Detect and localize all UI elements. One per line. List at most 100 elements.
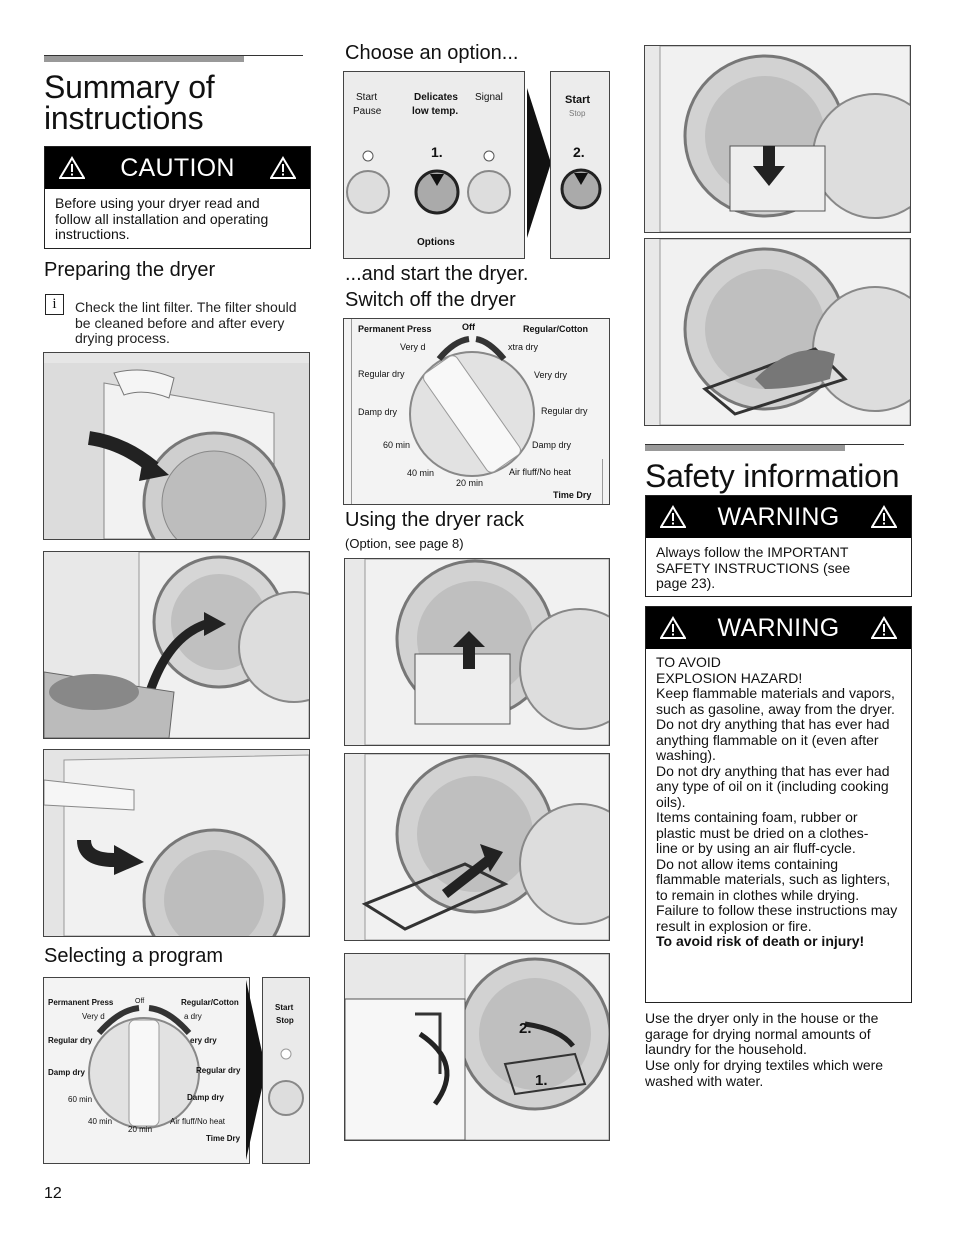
warning-triangle-icon	[871, 505, 897, 528]
program-dial-panel[interactable]: Permanent Press Off Regular/Cotton Very …	[43, 977, 250, 1164]
dial-label: 40 min	[88, 1117, 113, 1126]
start-pause-label-2: Pause	[353, 106, 382, 117]
dial-label: Time Dry	[206, 1134, 241, 1143]
caution-box: CAUTION Before using your dryer read and…	[44, 146, 311, 249]
title-line-1: Summary of	[44, 69, 215, 105]
start-label: Start	[565, 94, 591, 106]
dial-label: ery dry	[190, 1036, 217, 1045]
warning-box-1: WARNING Always follow the IMPORTANT SAFE…	[645, 495, 912, 597]
caution-header: CAUTION	[45, 147, 310, 189]
warning-triangle-icon	[59, 156, 85, 179]
dial-label: 60 min	[68, 1095, 93, 1104]
selecting-heading: Selecting a program	[44, 945, 223, 967]
illustration-rack-3: 2. 1.	[344, 953, 610, 1141]
start-stop-panel[interactable]: Start Stop	[262, 977, 310, 1164]
page-number: 12	[44, 1185, 62, 1202]
title-line-2: instructions	[44, 100, 204, 136]
warning-triangle-icon	[660, 616, 686, 639]
section-rule	[645, 444, 904, 445]
dial-label: xtra dry	[508, 342, 539, 352]
preparing-text: Check the lint filter. The filter should…	[75, 299, 297, 346]
dial-label: Damp dry	[358, 407, 398, 417]
illustration-basket-shoes	[644, 238, 911, 426]
warning-paragraph: Items containing foam, rubber or plastic…	[656, 809, 869, 856]
warning-paragraph: Keep flammable materials and vapors, suc…	[656, 685, 895, 717]
section-rule	[44, 55, 303, 56]
start-button-icon[interactable]	[267, 1078, 305, 1118]
warning-body: TO AVOID EXPLOSION HAZARD! Keep flammabl…	[646, 649, 911, 958]
warning-label: WARNING	[717, 613, 840, 642]
dial-label: Off	[135, 998, 145, 1005]
caution-text: Before using your dryer read and follow …	[55, 195, 269, 242]
dial-label: Permanent Press	[358, 324, 432, 334]
option-buttons	[346, 150, 511, 215]
dial-label: Regular dry	[196, 1066, 241, 1075]
warning-box-2: WARNING TO AVOID EXPLOSION HAZARD! Keep …	[645, 606, 912, 1003]
dial-label: a dry	[184, 1012, 202, 1021]
warning-heading: TO AVOID	[656, 654, 721, 670]
rack-subheading: (Option, see page 8)	[345, 536, 464, 551]
signal-label: Signal	[475, 92, 503, 103]
warning-closing: To avoid risk of death or injury!	[656, 933, 865, 949]
start-heading: ...and start the dryer.	[345, 263, 529, 285]
warning-header: WARNING	[646, 607, 911, 649]
switch-off-dial-panel[interactable]: Permanent Press Off Regular/Cotton Very …	[343, 318, 610, 505]
dial-label: Time Dry	[553, 490, 592, 500]
warning-triangle-icon	[871, 616, 897, 639]
delicates-label-1: Delicates	[414, 92, 458, 103]
dial-label: Off	[462, 322, 475, 332]
dial-label: Damp dry	[48, 1068, 85, 1077]
dial-label: Regular dry	[541, 406, 588, 416]
start-label: Start	[275, 1003, 294, 1012]
choose-heading: Choose an option...	[345, 42, 519, 64]
section-bar	[44, 56, 244, 62]
dial-label: Permanent Press	[48, 998, 114, 1007]
arrow-right-icon	[246, 980, 266, 1160]
dial-label: Very d	[82, 1012, 105, 1021]
dial-label: Regular dry	[48, 1036, 93, 1045]
caution-label: CAUTION	[120, 153, 235, 182]
warning-paragraph: Do not dry anything that has ever had an…	[656, 716, 890, 763]
indicator-light-icon	[280, 1048, 292, 1060]
warning-triangle-icon	[269, 156, 296, 179]
section-bar	[645, 445, 845, 451]
dial-label: 60 min	[383, 440, 411, 450]
options-panel[interactable]: Start Pause Delicates low temp. Signal 1…	[343, 71, 525, 259]
arrow-right-icon	[527, 88, 551, 238]
warning-triangle-icon	[660, 505, 686, 528]
rack-step-1-label: 1.	[535, 1072, 548, 1089]
page-title: Summary of instructions	[44, 69, 304, 136]
rack-step-2-label: 2.	[519, 1020, 532, 1037]
options-label: Options	[417, 237, 455, 248]
dial-label: Regular/Cotton	[523, 324, 588, 334]
info-icon: i	[45, 294, 64, 315]
start-pause-label-1: Start	[356, 92, 378, 103]
switch-heading: Switch off the dryer	[345, 289, 516, 311]
dial-label: Air fluff/No heat	[170, 1117, 225, 1126]
dial-label: Very dry	[534, 370, 568, 380]
illustration-load-laundry	[43, 551, 310, 739]
illustration-rack-1	[344, 558, 610, 746]
dial-label: 20 min	[456, 478, 484, 488]
dial-label: Regular dry	[358, 369, 405, 379]
illustration-remove-basket	[644, 45, 911, 233]
dial-label: Regular/Cotton	[181, 998, 239, 1007]
warning-paragraph: Failure to follow these instructions may…	[656, 902, 898, 934]
warning-paragraph: Do not allow items containing flammable …	[656, 855, 891, 903]
safety-title: Safety information	[645, 458, 900, 494]
dial-label: 40 min	[407, 468, 435, 478]
start-panel[interactable]: Start Stop 2.	[550, 71, 610, 259]
dial-label: Damp dry	[532, 440, 572, 450]
illustration-open-door	[43, 352, 310, 540]
step-2-label: 2.	[573, 144, 585, 160]
dial-label: Very d	[400, 342, 426, 352]
warning-label: WARNING	[717, 502, 840, 531]
stop-label: Stop	[569, 109, 586, 118]
start-button-icon[interactable]	[559, 167, 603, 213]
dial-label: 20 min	[128, 1125, 153, 1134]
illustration-close-door	[43, 749, 310, 937]
dial-label: Air fluff/No heat	[509, 467, 571, 477]
usage-note-1: Use the dryer only in the house or the g…	[645, 1010, 879, 1057]
delicates-label-2: low temp.	[412, 106, 459, 117]
warning-header: WARNING	[646, 496, 911, 538]
